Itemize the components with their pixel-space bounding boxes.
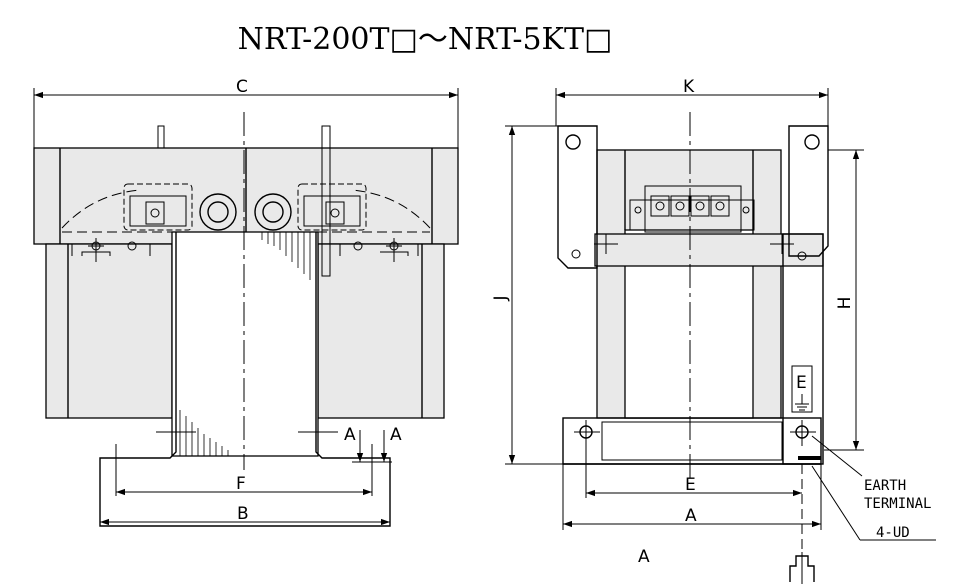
grommet-right [254,193,292,231]
diagram-title: NRT-200T□～NRT-5KT□ [237,22,613,57]
mount-holes-note: 4-UD [876,525,910,541]
grommet-left [199,193,237,231]
section-a-label-2: A [390,425,402,445]
dim-e-label: E [685,475,696,495]
right-coil [317,243,445,419]
front-view [33,88,459,527]
terminal-strip [629,185,755,233]
dim-j-label: J [491,295,511,301]
earth-terminal-line1: EARTH [864,478,906,494]
side-view [505,88,936,584]
dim-f-label: F [236,474,246,494]
left-coil [45,243,173,419]
dim-a-label: A [685,506,697,526]
terminal-block-left [123,183,193,231]
section-view-label: A [638,547,650,567]
dim-k-label: K [683,77,695,97]
terminal-block-right [297,183,367,231]
section-a-label-1: A [344,425,356,445]
dim-c-label: C [236,77,248,97]
left-lug [557,125,598,269]
front-core [171,231,319,457]
dim-b-label: B [237,504,249,524]
right-lug [788,125,829,257]
earth-terminal-line2: TERMINAL [864,496,931,512]
earth-symbol-label: E [796,373,807,393]
dim-h-label: H [835,297,855,310]
